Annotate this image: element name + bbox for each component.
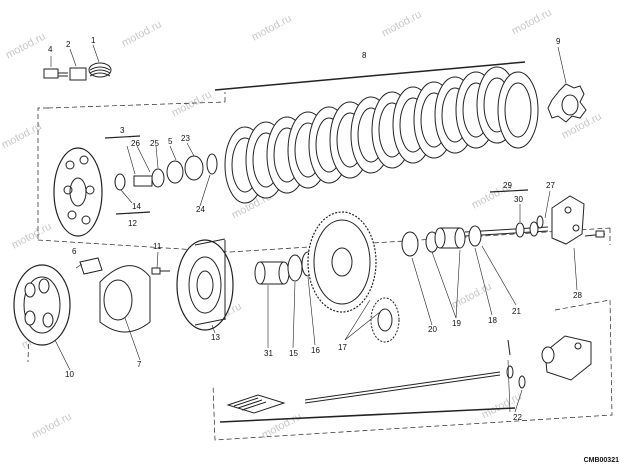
part-number-18: 18: [488, 316, 497, 325]
bolt-part: [43, 68, 68, 79]
part-number-26: 26: [131, 139, 140, 148]
part-number-1: 1: [91, 36, 96, 45]
part-number-2: 2: [66, 40, 71, 49]
bracket-22: [219, 407, 516, 423]
part-number-13: 13: [211, 333, 220, 342]
small-seal: [518, 375, 526, 389]
part-number-20: 20: [428, 325, 437, 334]
bushing-part: [254, 261, 290, 285]
bracket-3: [104, 135, 141, 139]
part-number-31: 31: [264, 349, 273, 358]
part-number-4: 4: [48, 45, 53, 54]
part-number-23: 23: [181, 134, 190, 143]
part-number-30: 30: [514, 195, 523, 204]
part-number-8: 8: [362, 51, 367, 60]
bracket-29: [489, 189, 529, 193]
part-number-28: 28: [573, 291, 582, 300]
screw-part: [151, 267, 170, 275]
small-plate: [79, 257, 103, 275]
gasket-pad: [226, 394, 286, 414]
bracket-12: [115, 211, 151, 215]
pushrod: [304, 371, 501, 404]
clutch-disc-stack: [224, 66, 539, 204]
part-number-12: 12: [128, 219, 137, 228]
spacer-bushings: [401, 225, 482, 257]
part-number-9: 9: [556, 37, 561, 46]
part-number-15: 15: [289, 349, 298, 358]
release-cylinder: [551, 195, 606, 245]
part-number-16: 16: [311, 346, 320, 355]
clutch-drum: [13, 264, 71, 346]
pressure-plate: [53, 147, 103, 237]
part-number-17: 17: [338, 343, 347, 352]
part-number-29: 29: [503, 181, 512, 190]
drawing-code: CMB00321: [583, 457, 619, 464]
part-number-11: 11: [153, 242, 162, 251]
part-number-5: 5: [168, 137, 173, 146]
part-number-10: 10: [65, 370, 74, 379]
pushrod-pieces: [114, 153, 218, 191]
part-number-7: 7: [137, 360, 142, 369]
part-number-6: 6: [72, 247, 77, 256]
hub-cover: [99, 265, 151, 333]
leader-lines: [50, 44, 578, 413]
part-number-24: 24: [196, 205, 205, 214]
part-number-27: 27: [546, 181, 555, 190]
seal-ring: [287, 254, 303, 282]
spring-cup-part: [69, 67, 87, 81]
part-number-3: 3: [120, 126, 125, 135]
pin: [507, 339, 511, 356]
small-seal: [506, 365, 514, 379]
part-number-25: 25: [150, 139, 159, 148]
spring-plate: [547, 83, 587, 123]
part-number-19: 19: [452, 319, 461, 328]
part-number-14: 14: [132, 202, 141, 211]
small-gear: [370, 297, 400, 343]
primary-gear: [307, 211, 377, 313]
spring-part: [88, 62, 112, 78]
clutch-hub: [176, 238, 234, 331]
part-number-21: 21: [512, 307, 521, 316]
part-number-22: 22: [513, 413, 522, 422]
slave-cylinder: [541, 335, 592, 381]
bracket-8: [214, 61, 526, 91]
